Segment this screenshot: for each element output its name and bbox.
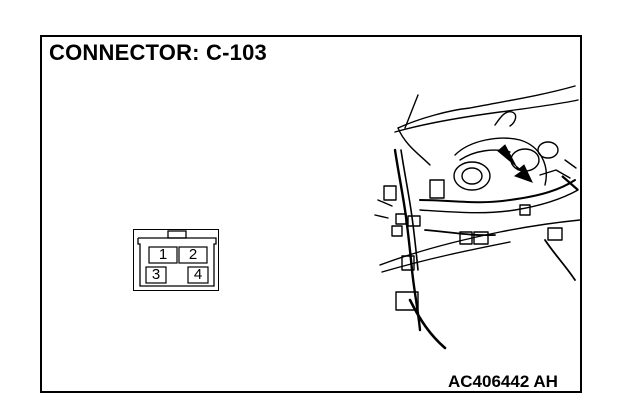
diagram-frame	[40, 35, 582, 393]
location-arrow	[497, 144, 533, 183]
pin-2-label: 2	[188, 246, 198, 263]
connector-outline	[137, 230, 217, 287]
connector-title: CONNECTOR: C-103	[49, 40, 267, 65]
pin-1-label: 1	[158, 246, 168, 263]
figure-code: AC406442 AH	[448, 372, 558, 391]
connector-face: 1 2 3 4	[133, 229, 219, 291]
pin-3-label: 3	[151, 266, 161, 283]
pin-4-label: 4	[193, 266, 203, 283]
